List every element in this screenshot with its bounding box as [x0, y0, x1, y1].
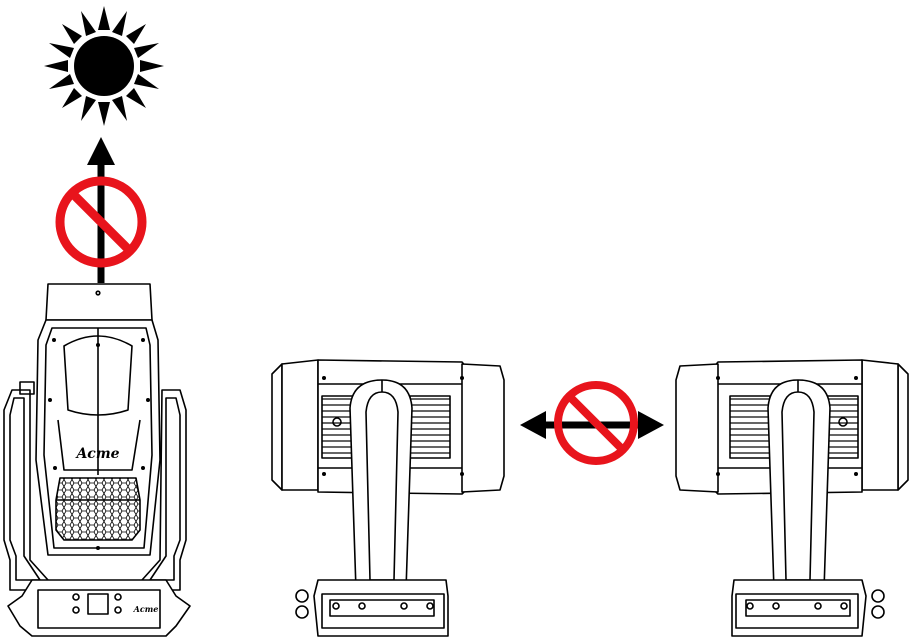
sun-icon: [44, 6, 164, 126]
side-moving-head-fixture-right: [675, 359, 909, 637]
front-moving-head-fixture: Acme Acme: [3, 283, 191, 637]
svg-text:Acme: Acme: [133, 604, 159, 614]
prohibited-sign-icon: [554, 381, 638, 465]
front-logo: Acme: [74, 446, 119, 462]
prohibited-sign-icon: [55, 176, 147, 268]
side-moving-head-fixture-left: [271, 359, 505, 637]
